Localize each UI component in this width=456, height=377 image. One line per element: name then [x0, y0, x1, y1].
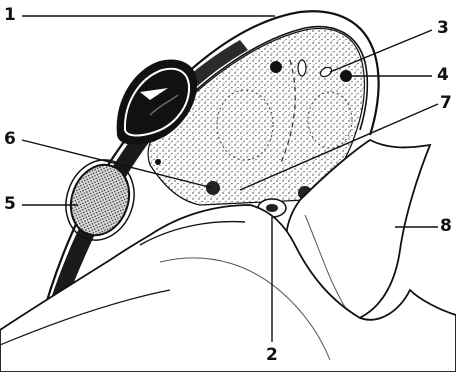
label-1: 1	[4, 7, 16, 24]
vomerine-teeth-left	[298, 60, 306, 76]
internal-nostril-left	[270, 61, 282, 73]
label-3: 3	[437, 20, 449, 37]
glottis-slit	[266, 204, 278, 212]
label-6: 6	[4, 131, 16, 148]
label-2: 2	[266, 347, 278, 364]
label-5: 5	[4, 196, 16, 213]
label-4: 4	[437, 67, 449, 84]
label-7: 7	[440, 95, 452, 112]
label-8: 8	[440, 218, 452, 235]
small-pore	[155, 159, 161, 165]
